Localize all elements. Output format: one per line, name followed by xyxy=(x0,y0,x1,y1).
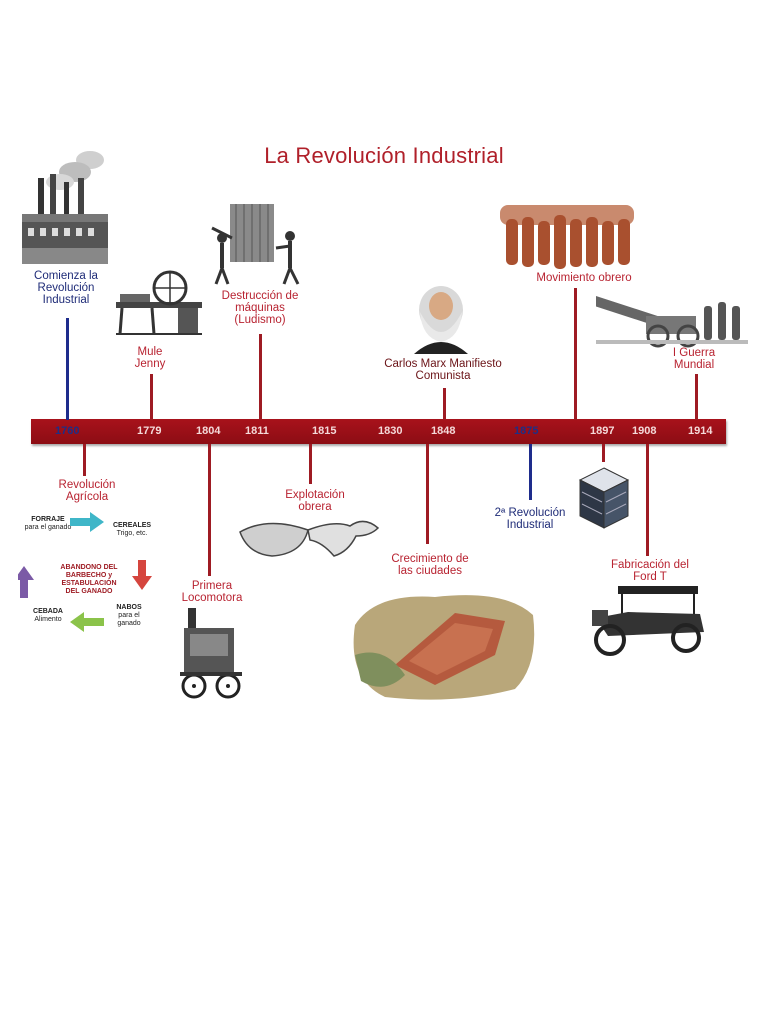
stem-1908 xyxy=(646,444,649,556)
stem-1875 xyxy=(529,444,532,500)
arrow-right-icon xyxy=(70,512,104,532)
boxes-illustration xyxy=(578,467,630,529)
loom-illustration xyxy=(211,204,300,285)
factory-illustration xyxy=(22,151,108,264)
stem-obrero xyxy=(574,288,577,420)
label-segunda-revolucion: 2ª Revolución Industrial xyxy=(494,507,566,531)
label-ford-t: Fabricación del Ford T xyxy=(611,559,689,583)
cannon-illustration xyxy=(596,296,748,348)
stem-ciudades xyxy=(426,444,429,544)
city-growth-illustration xyxy=(353,595,535,700)
arrow-left-icon xyxy=(70,612,104,632)
stem-1897 xyxy=(602,444,605,462)
year-1897: 1897 xyxy=(590,425,615,437)
year-1848: 1848 xyxy=(431,425,456,437)
year-1815: 1815 xyxy=(312,425,337,437)
timeline-bar xyxy=(31,419,726,444)
ford-t-illustration xyxy=(592,586,704,656)
label-ludismo: Destrucción de máquinas (Ludismo) xyxy=(221,290,299,326)
diagram-title: La Revolución Industrial xyxy=(264,143,504,168)
marx-portrait xyxy=(414,286,468,354)
stem-agricola xyxy=(83,444,86,476)
label-mule-jenny: Mule Jenny xyxy=(134,346,166,370)
mule-jenny-illustration xyxy=(116,270,202,335)
stem-1804 xyxy=(208,444,211,576)
label-comienza: Comienza la Revolución Industrial xyxy=(34,270,98,306)
year-1830: 1830 xyxy=(378,425,403,437)
workers-crowd-illustration xyxy=(500,205,634,269)
label-marx: Carlos Marx Manifiesto Comunista xyxy=(384,358,502,382)
year-1804: 1804 xyxy=(196,425,221,437)
year-1760: 1760 xyxy=(55,425,80,437)
locomotive-illustration xyxy=(180,608,242,699)
stem-1811 xyxy=(259,334,262,420)
cycle-abandono: ABANDONO DEL BARBECHO y ESTABULACIÓN DEL… xyxy=(60,564,118,595)
label-guerra: I Guerra Mundial xyxy=(672,347,716,371)
stem-1815 xyxy=(309,444,312,484)
year-1908: 1908 xyxy=(632,425,657,437)
arrow-down-icon xyxy=(132,560,152,590)
year-1779: 1779 xyxy=(137,425,162,437)
arrow-up-icon xyxy=(18,566,34,598)
stem-1760 xyxy=(66,318,69,420)
stem-1914 xyxy=(695,374,698,420)
stem-1779 xyxy=(150,374,153,420)
year-1914: 1914 xyxy=(688,425,713,437)
label-revolucion-agricola: Revolución Agrícola xyxy=(58,479,116,503)
stem-1848 xyxy=(443,388,446,420)
label-explotacion: Explotación obrera xyxy=(285,489,345,513)
exploited-worker-illustration xyxy=(239,520,380,557)
year-1875: 1875 xyxy=(514,425,539,437)
year-1811: 1811 xyxy=(245,425,269,437)
rotation-arrows xyxy=(18,512,152,632)
label-movimiento-obrero: Movimiento obrero xyxy=(536,272,632,284)
label-locomotora: Primera Locomotora xyxy=(181,580,243,604)
label-ciudades: Crecimiento de las ciudades xyxy=(391,553,469,577)
